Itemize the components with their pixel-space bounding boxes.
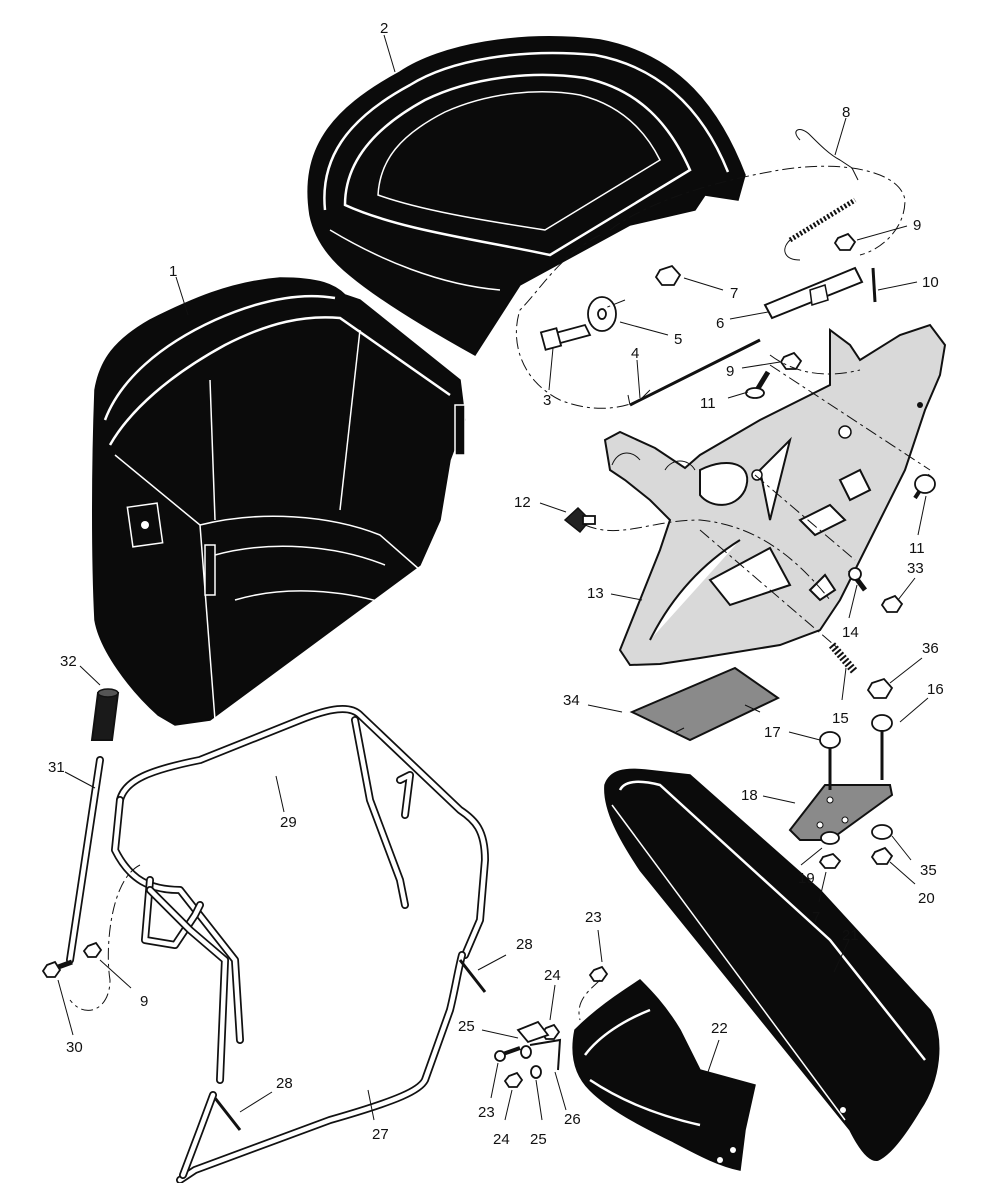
part-lid-cover: [307, 36, 746, 356]
part-bracket: [788, 784, 894, 841]
callout-13: 13: [587, 585, 604, 602]
hardware: [41, 232, 936, 1131]
callout-14: 14: [842, 624, 859, 641]
callout-24: 24: [493, 1131, 510, 1148]
callout-25: 25: [458, 1018, 475, 1035]
part-rod: [627, 338, 761, 407]
callout-21: 21: [842, 927, 859, 944]
callout-9: 9: [726, 363, 734, 380]
callout-8: 8: [842, 104, 850, 121]
callout-30: 30: [66, 1039, 83, 1056]
callout-19: 19: [798, 870, 815, 887]
callout-24: 24: [544, 967, 561, 984]
callout-1: 1: [169, 263, 177, 280]
part-discharge-chute: [604, 768, 940, 1161]
callout-12: 12: [514, 494, 531, 511]
callout-26: 26: [564, 1111, 581, 1128]
part-latch: [763, 266, 864, 320]
part-spring: [784, 129, 859, 261]
part-grip: [90, 688, 120, 741]
callout-2: 2: [380, 20, 388, 37]
callout-31: 31: [48, 759, 65, 776]
part-lower-frame: [146, 886, 466, 1183]
callout-5: 5: [674, 331, 682, 348]
callout-9: 9: [913, 217, 921, 234]
part-pin: [871, 267, 877, 303]
callout-10: 10: [922, 274, 939, 291]
part-shield-plate: [629, 666, 780, 742]
callout-3: 3: [543, 392, 551, 409]
callout-16: 16: [927, 681, 944, 698]
callout-7: 7: [730, 285, 738, 302]
callout-15: 15: [832, 710, 849, 727]
callout-28: 28: [276, 1075, 293, 1092]
callout-labels: 1 2 3 4 5 6 7 7 8 9 9 9 10 11 11 12 13 1…: [48, 20, 944, 1148]
callout-18: 18: [741, 787, 758, 804]
part-tube: [66, 756, 104, 964]
callout-35: 35: [920, 862, 937, 879]
part-mounting-plate: [603, 323, 947, 667]
callout-17: 17: [764, 724, 781, 741]
assembly-dash-lines: [69, 165, 931, 1021]
callout-27: 27: [372, 1126, 389, 1143]
callout-32: 32: [60, 653, 77, 670]
callout-34: 34: [563, 692, 580, 709]
callout-23: 23: [478, 1104, 495, 1121]
callout-7: 7: [812, 909, 820, 926]
callout-9: 9: [140, 993, 148, 1010]
callout-25: 25: [530, 1131, 547, 1148]
callout-36: 36: [922, 640, 939, 657]
callout-4: 4: [631, 345, 639, 362]
part-grass-bag: [92, 277, 466, 726]
callout-6: 6: [716, 315, 724, 332]
callout-22: 22: [711, 1020, 728, 1037]
callout-11: 11: [700, 395, 716, 412]
callout-33: 33: [907, 560, 924, 577]
callout-28: 28: [516, 936, 533, 953]
callout-23: 23: [585, 909, 602, 926]
part-upper-frame: [111, 705, 489, 1044]
callout-11: 11: [909, 540, 925, 557]
part-chute-deflector: [572, 979, 756, 1171]
leader-lines: [57, 34, 929, 1121]
callout-20: 20: [918, 890, 935, 907]
callout-29: 29: [280, 814, 297, 831]
